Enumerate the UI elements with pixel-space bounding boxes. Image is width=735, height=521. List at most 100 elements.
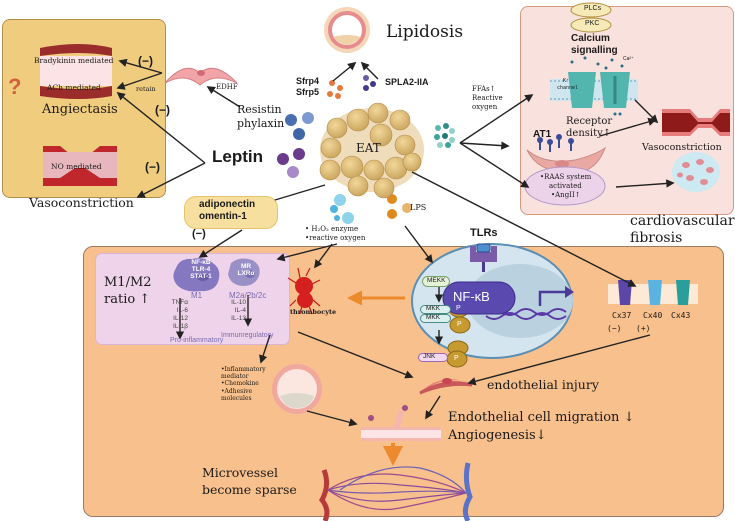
endothelial-cell-icon	[164, 67, 238, 86]
endothelial-injury-label: endothelial injury	[487, 377, 599, 392]
m2-cytokine: IL-10	[231, 299, 246, 306]
inhibition-2: (−)	[155, 103, 170, 117]
angii-label: •AngII↑	[551, 191, 581, 199]
m2-cytokine: IL-13	[231, 315, 246, 323]
sprouting-vessel-icon	[361, 405, 441, 441]
mkk-box-1: MKK	[420, 305, 452, 314]
ffas-reactive-label: Reactive	[472, 94, 503, 102]
thrombocyte-icon	[287, 267, 321, 315]
ca-ion-label: Ca²⁺	[623, 56, 634, 62]
microvessel-label: Microvessel	[202, 465, 278, 480]
migration-label: Endothelial cell migration ↓	[448, 410, 635, 425]
at1-cell-icon	[526, 134, 607, 174]
m1-markers: NF-κB TLR-4 STAT-1	[185, 259, 217, 280]
chemokine-item: •Chemokine	[221, 380, 259, 388]
m2-markers: MR LXRα	[230, 263, 262, 277]
dilated-vessel-icon	[40, 44, 112, 99]
m2-label: M2a/2b/2c	[229, 291, 267, 300]
inflammatory-list: •Inflammatory mediator •Chemokine •Adhes…	[221, 366, 266, 402]
ffa-molecules	[434, 123, 455, 148]
eat-label: EAT	[356, 141, 381, 155]
constricted-vessel-icon	[43, 146, 117, 186]
resistin-molecules	[285, 112, 314, 140]
m1-cytokine: TNFα	[171, 299, 188, 306]
mekk-box: MEKK	[422, 276, 451, 287]
h2o2-label: • H₂O₂ enzyme	[305, 225, 359, 233]
ratio-label: ratio ↑	[104, 292, 151, 307]
adiponectin-pill: adiponectin omentin-1	[184, 196, 278, 229]
phosphate-label: P	[456, 305, 461, 312]
adhesive-item: •Adhesive	[221, 387, 253, 395]
angiectasis-label: Angiectasis	[42, 102, 118, 117]
sfrp5-label: Sfrp5	[296, 87, 320, 97]
lps-label: LPS	[410, 203, 427, 212]
resistin-label: Resistin	[237, 103, 282, 116]
m1-macrophage-icon	[173, 258, 220, 292]
m1-cytokines: TNFα IL-6 IL-12 IL-1β	[168, 299, 188, 332]
adhesive-item: molecules	[221, 394, 252, 402]
m1-marker: TLR-4	[191, 266, 211, 274]
sfrp-molecules	[327, 80, 343, 99]
cx-inhibition: (−)	[607, 324, 622, 333]
cx-promotion: (+)	[636, 324, 651, 333]
ach-label: ACh mediated	[47, 83, 101, 92]
cx40-label: Cx40	[643, 311, 663, 320]
inhibition-1: (−)	[138, 54, 153, 68]
channel-label: channel	[557, 85, 579, 91]
m1-cytokine: IL-12	[173, 315, 188, 323]
nfkb-label: NF-κB	[453, 289, 490, 304]
bradykinin-label: Bradykinin mediated	[34, 56, 114, 65]
raas-activated-label: activated	[549, 182, 582, 190]
mkk-box-2: MKK	[420, 314, 452, 323]
signalling-label: signalling	[571, 45, 618, 56]
lps-molecules	[387, 194, 412, 219]
cx37-label: Cx37	[612, 311, 632, 320]
lipidosis-label: Lipidosis	[386, 22, 464, 42]
sfrp4-label: Sfrp4	[296, 76, 320, 86]
m2-marker: LXRα	[237, 270, 255, 278]
retain-label: retain	[136, 85, 156, 93]
calcium-label: Calcium	[571, 33, 610, 44]
h2o2-molecules	[330, 194, 354, 224]
inhibition-3: (−)	[145, 160, 160, 174]
at1-label: AT1	[533, 129, 552, 140]
receptor-label: Receptor	[566, 116, 613, 127]
inflammatory-mediator-item: mediator	[221, 373, 249, 381]
fibrosis-label: fibrosis	[630, 230, 683, 246]
pro-inflammatory-label: Pro-inflammatory	[170, 337, 224, 344]
m1-marker: NF-κB	[191, 259, 211, 266]
vasoconstriction-left-label: Vasoconstriction	[29, 195, 134, 210]
m1-marker: STAT-1	[190, 273, 212, 281]
sparse-label: become sparse	[202, 482, 297, 497]
tlrs-label: TLRs	[470, 227, 498, 239]
reactive-oxygen-label: •reactive oxygen	[305, 234, 366, 242]
receptor-density-label: density↑	[566, 128, 612, 139]
spla2-label: SPLA2-IIA	[385, 77, 429, 87]
plc-pkc-ovals	[570, 2, 612, 33]
m2-macrophage-icon	[228, 258, 260, 286]
ffas-oxygen-label: oxygen	[472, 103, 498, 111]
phosphate-label: P	[454, 355, 459, 362]
inflamed-vessel-icon	[272, 364, 322, 414]
phylaxin-label: phylaxin	[237, 117, 285, 130]
tlr-receptor-icon	[470, 243, 497, 272]
adiponectin-inhibition: (−)	[192, 228, 206, 240]
ffas-label: FFAs↑	[472, 85, 496, 93]
raas-label: •RAAS system	[540, 173, 592, 181]
fibrosis-tissue-icon	[672, 152, 720, 192]
thrombocyte-label: thrombocyte	[290, 308, 337, 316]
m1-cytokine: IL-1β	[173, 323, 188, 331]
constricted-vessel-right-icon	[662, 109, 730, 136]
leptin-molecules	[277, 148, 305, 178]
k-channel-label: K⁺	[563, 78, 570, 84]
capillary-network-icon	[319, 462, 473, 521]
m2-marker: MR	[240, 263, 252, 270]
m1-cytokine: IL-6	[176, 307, 188, 315]
m2-cytokine: IL-4	[234, 307, 246, 315]
m1-label: M1	[191, 291, 203, 300]
endothelial-injury-cell-icon	[419, 378, 473, 395]
m2-cytokines: IL-10 IL-4 IL-13	[228, 299, 246, 323]
adiponectin-label: adiponectin	[199, 199, 256, 210]
connexin-channels-icon	[608, 280, 698, 305]
